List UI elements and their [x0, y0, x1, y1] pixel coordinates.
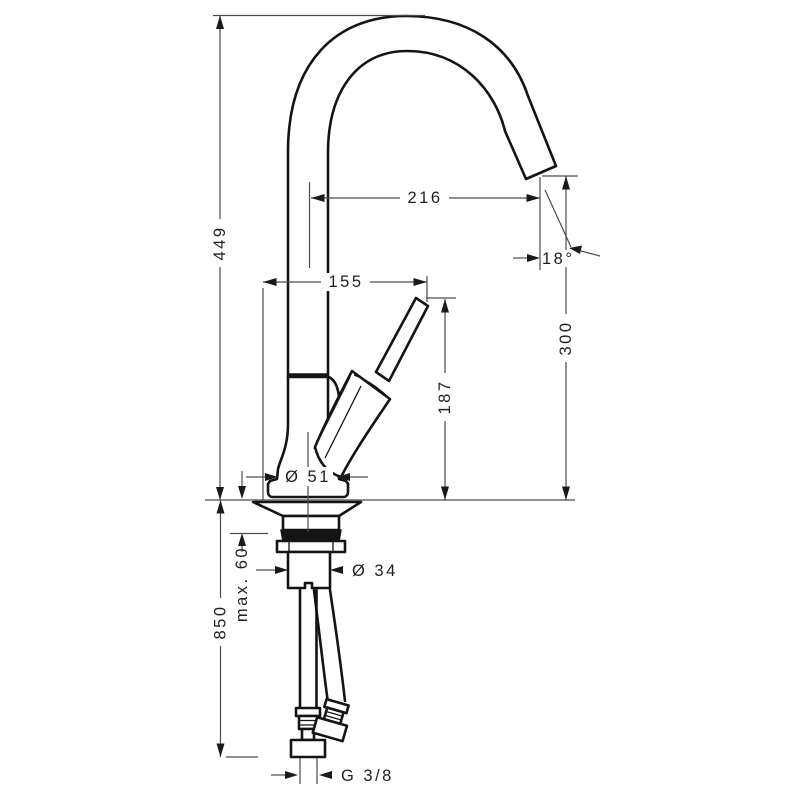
- handle-cartridge-line-2: [324, 385, 362, 459]
- hose-connector-angled: [311, 697, 350, 743]
- hose-connector-vertical: [289, 706, 327, 759]
- handle-cartridge-line-1: [313, 376, 351, 450]
- dim-label-dia51: Ø 51: [285, 468, 331, 486]
- supply-hose-vertical: [298, 588, 318, 710]
- threaded-shank: [286, 550, 332, 590]
- dim-label-300: 300: [557, 320, 575, 355]
- dim-max-60: [230, 471, 268, 552]
- dim-label-18deg: 18°: [542, 250, 574, 268]
- dim-label-155: 155: [328, 273, 363, 291]
- dim-angle-18: [513, 177, 601, 270]
- dim-label-g38: G 3/8: [341, 767, 394, 785]
- dim-label-187: 187: [436, 379, 454, 414]
- dim-label-850: 850: [212, 604, 230, 639]
- dim-dia-34: [256, 566, 343, 574]
- dim-label-449: 449: [211, 225, 229, 260]
- seal-band: [280, 529, 342, 542]
- dim-label-dia34: Ø 34: [352, 562, 398, 580]
- dim-g38: [271, 758, 332, 784]
- dim-dia-51: [246, 473, 368, 481]
- escutcheon: [251, 500, 363, 518]
- handle-rod: [374, 296, 430, 383]
- mounting-tabs: [275, 539, 347, 554]
- supply-hose-angled: [312, 588, 347, 705]
- dim-label-216: 216: [407, 189, 442, 207]
- dim-label-max60: max. 60: [233, 546, 251, 622]
- handle-cone-rim-face: [353, 374, 389, 398]
- mounting-collar: [281, 514, 341, 532]
- spout-outline: [286, 14, 558, 379]
